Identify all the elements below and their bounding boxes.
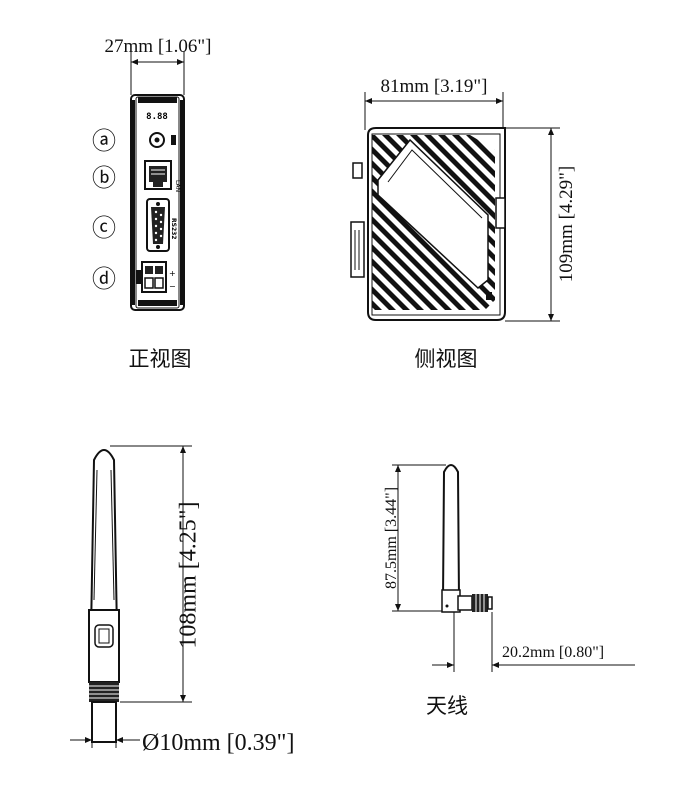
side-width-dimension: 81mm [3.19"] bbox=[364, 76, 504, 130]
front-width-label: 27mm [1.06"] bbox=[105, 36, 212, 57]
antenna-angled-body bbox=[441, 464, 493, 613]
antenna-diameter-dimension: Ø10mm [0.39"] bbox=[70, 704, 294, 756]
svg-text:RS232: RS232 bbox=[170, 218, 177, 239]
antenna-angled-width-label: 20.2mm [0.80"] bbox=[502, 644, 604, 661]
front-width-dimension: 27mm [1.06"] bbox=[105, 36, 212, 95]
callout-d: ⓓ bbox=[92, 266, 116, 293]
antenna-straight-body bbox=[88, 449, 120, 743]
svg-text:LAN: LAN bbox=[174, 180, 181, 192]
callout-c: ⓒ bbox=[92, 215, 116, 242]
front-top-label: 8.88 bbox=[146, 112, 168, 122]
antenna-length-label: 108mm [4.25"] bbox=[176, 501, 202, 648]
front-device-body: 8.88 LAN bbox=[130, 94, 185, 311]
side-height-label: 109mm [4.29"] bbox=[556, 166, 577, 282]
front-view-caption: 正视图 bbox=[129, 347, 192, 371]
side-device-body bbox=[350, 127, 506, 321]
side-width-label: 81mm [3.19"] bbox=[381, 76, 488, 97]
led-icon bbox=[171, 135, 176, 145]
svg-text:−: − bbox=[169, 282, 176, 291]
rj45-port-icon: LAN bbox=[144, 160, 181, 192]
side-view: 81mm [3.19"] 109mm [4.29"] bbox=[350, 76, 577, 371]
callout-a: ⓐ bbox=[92, 128, 116, 155]
antenna-knurled-nut bbox=[89, 682, 119, 702]
antenna-angled-height-dimension: 87.5mm [3.44"] bbox=[383, 464, 446, 612]
antenna-straight-view: 108mm [4.25"] Ø10mm [0.39"] bbox=[70, 445, 294, 756]
antenna-angled-width-dimension: 20.2mm [0.80"] bbox=[432, 612, 635, 672]
antenna-angled-height-label: 87.5mm [3.44"] bbox=[383, 487, 400, 589]
side-view-caption: 侧视图 bbox=[415, 347, 478, 371]
side-height-dimension: 109mm [4.29"] bbox=[505, 127, 577, 322]
front-view: 27mm [1.06"] 8.88 LAN bbox=[92, 36, 211, 371]
terminal-block-icon: + − bbox=[136, 261, 176, 293]
callout-b: ⓑ bbox=[92, 165, 116, 192]
antenna-caption: 天线 bbox=[426, 694, 468, 718]
antenna-diameter-label: Ø10mm [0.39"] bbox=[142, 730, 294, 756]
db9-serial-port-icon: RS232 bbox=[146, 198, 177, 252]
antenna-length-dimension: 108mm [4.25"] bbox=[110, 445, 202, 703]
svg-text:+: + bbox=[169, 269, 176, 278]
antenna-angled-view: 87.5mm [3.44"] 20.2mm [0.80"] 天线 bbox=[383, 464, 635, 718]
